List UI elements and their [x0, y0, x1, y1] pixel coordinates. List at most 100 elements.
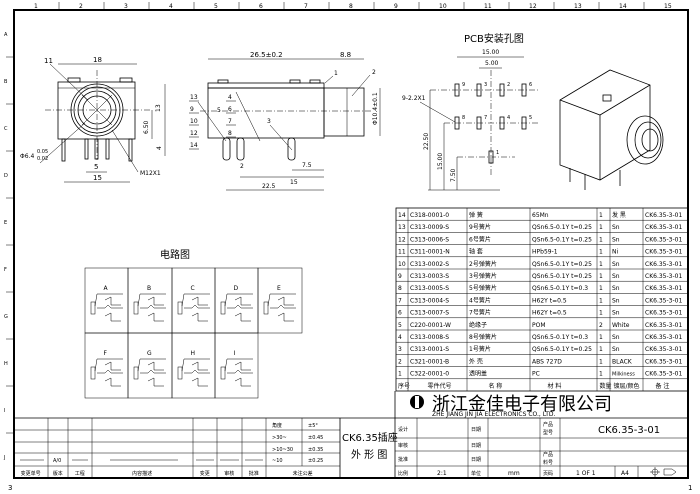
column-number: 10 — [439, 3, 447, 10]
label-page: 页码 — [543, 470, 553, 477]
table-cell: CK6.35-3-01 — [645, 310, 682, 317]
revision-block: A/0 变更单号版本工程内容描述变更审核批准未注公差 角度±5°>30~±0.4… — [14, 417, 340, 478]
table-cell: 1 — [599, 297, 603, 304]
row-letter: J — [3, 455, 5, 461]
table-cell: 外 壳 — [469, 357, 483, 365]
column-header: 数量 — [600, 382, 612, 390]
jack-symbol-icon — [177, 301, 183, 315]
pcb-hole — [476, 116, 482, 130]
table-cell: 4号簧片 — [469, 296, 491, 304]
table-cell: 65Mn — [532, 212, 549, 219]
sheet-size: A4 — [621, 470, 629, 477]
tolerance-range: ~10 — [272, 458, 283, 464]
switch-contact-icon — [181, 293, 210, 322]
table-cell: C313-0007-S — [410, 310, 449, 317]
callout-7: 7 — [228, 118, 232, 125]
table-cell: 弹 簧 — [469, 211, 483, 219]
column-number: 1 — [34, 3, 38, 10]
table-cell: QSn6.5-0.1Y t=0.25 — [532, 261, 592, 268]
revision-header: 内容描述 — [132, 470, 152, 477]
table-cell: 1 — [599, 346, 603, 353]
jack-symbol-icon — [177, 366, 183, 380]
tolerance-range: >30~ — [272, 435, 287, 441]
row-letter: E — [4, 220, 7, 226]
pcb-hole — [476, 83, 482, 97]
switch-contact-icon — [137, 358, 166, 387]
title-block: CK6.35插座 外 形 图 设计 审核 批准 日期 日期 日期 产品 型号 产… — [339, 417, 688, 478]
row-letter: I — [4, 408, 5, 414]
table-cell: 1 — [599, 371, 603, 378]
table-cell: CK6.35-3-01 — [645, 212, 682, 219]
company-name-en: ZHE JIANG JIN JIA ELECTRONICS CO., LTD. — [432, 411, 556, 418]
table-cell: 透明盖 — [469, 370, 487, 378]
table-cell: 7号簧片 — [469, 309, 491, 317]
callout-13: 13 — [190, 94, 198, 101]
circuit-label: D — [234, 285, 239, 292]
row-letter: H — [4, 361, 8, 367]
table-cell: ABS 727D — [532, 358, 562, 365]
table-cell: QSn6.5-0.1Y t=0.25 — [532, 273, 592, 280]
table-cell: 2号弹簧片 — [469, 260, 497, 268]
column-number: 15 — [664, 3, 672, 10]
column-number: 4 — [169, 3, 173, 10]
label-design: 设计 — [398, 426, 408, 433]
table-cell: 10 — [398, 261, 406, 268]
pcb-title: PCB安装孔图 — [464, 32, 524, 45]
circuit-cell-border — [127, 267, 173, 334]
table-cell: Sn — [612, 273, 620, 280]
table-cell: 7 — [398, 297, 402, 304]
parts-table-border — [395, 207, 689, 392]
column-number: 9 — [394, 3, 398, 10]
jack-symbol-icon — [263, 301, 269, 315]
table-cell: 8号弹簧片 — [469, 333, 497, 341]
table-cell: HPb59-1 — [532, 249, 558, 256]
dim-nose-dia: Φ10.4±0.1 — [372, 92, 379, 125]
table-cell: 1 — [599, 334, 603, 341]
pcb-hole-label: 1 — [496, 150, 499, 156]
column-header: 名 称 — [489, 382, 503, 390]
table-cell: 9号簧片 — [469, 223, 491, 231]
table-cell: C313-0006-S — [410, 236, 449, 243]
table-cell: Sn — [612, 334, 620, 341]
tolerance-value: ±5° — [308, 423, 318, 429]
dim-hole-tol-upper: 0.05 — [37, 149, 48, 155]
circuit-cell-border — [214, 332, 259, 399]
label-check: 审核 — [398, 442, 408, 449]
label-product-code-2: 料号 — [543, 459, 553, 466]
revision-header: 变更单号 — [21, 470, 41, 477]
callout-5: 5 — [217, 107, 221, 114]
pcb-hole-label: 3 — [484, 82, 487, 88]
table-cell: CK6.35-3-01 — [645, 371, 682, 378]
table-cell: Sn — [612, 346, 620, 353]
table-cell: 1 — [398, 371, 402, 378]
table-cell: 12 — [398, 236, 406, 243]
table-cell: 1 — [599, 273, 603, 280]
table-cell: 1 — [599, 212, 603, 219]
column-header: 序号 — [398, 382, 410, 390]
dim-pcb-h1: 22.50 — [423, 133, 430, 150]
pcb-hole — [454, 83, 460, 97]
switch-contact-icon — [224, 293, 253, 322]
callout-3: 3 — [267, 118, 271, 125]
table-cell: 1 — [599, 358, 603, 365]
table-cell: C313-0004-S — [410, 297, 449, 304]
table-cell: C313-0001-S — [410, 346, 449, 353]
table-cell: POM — [532, 322, 546, 329]
revision-header: 审核 — [224, 470, 234, 477]
side-view: 26.5±0.2 8.8 Φ10.4±0.1 2 7.5 15 22.5 139… — [189, 51, 381, 191]
table-cell: Sn — [612, 297, 620, 304]
circuit-label: H — [191, 350, 196, 357]
column-header: 备 注 — [656, 382, 670, 390]
table-cell: 2 — [398, 358, 402, 365]
table-cell: 13 — [398, 224, 406, 231]
table-cell: Milkiness — [612, 372, 635, 378]
circuit-label: F — [104, 350, 108, 357]
circuit-cell-H: H — [171, 332, 216, 399]
unit-value: mm — [508, 470, 520, 477]
callout-12: 12 — [190, 130, 198, 137]
